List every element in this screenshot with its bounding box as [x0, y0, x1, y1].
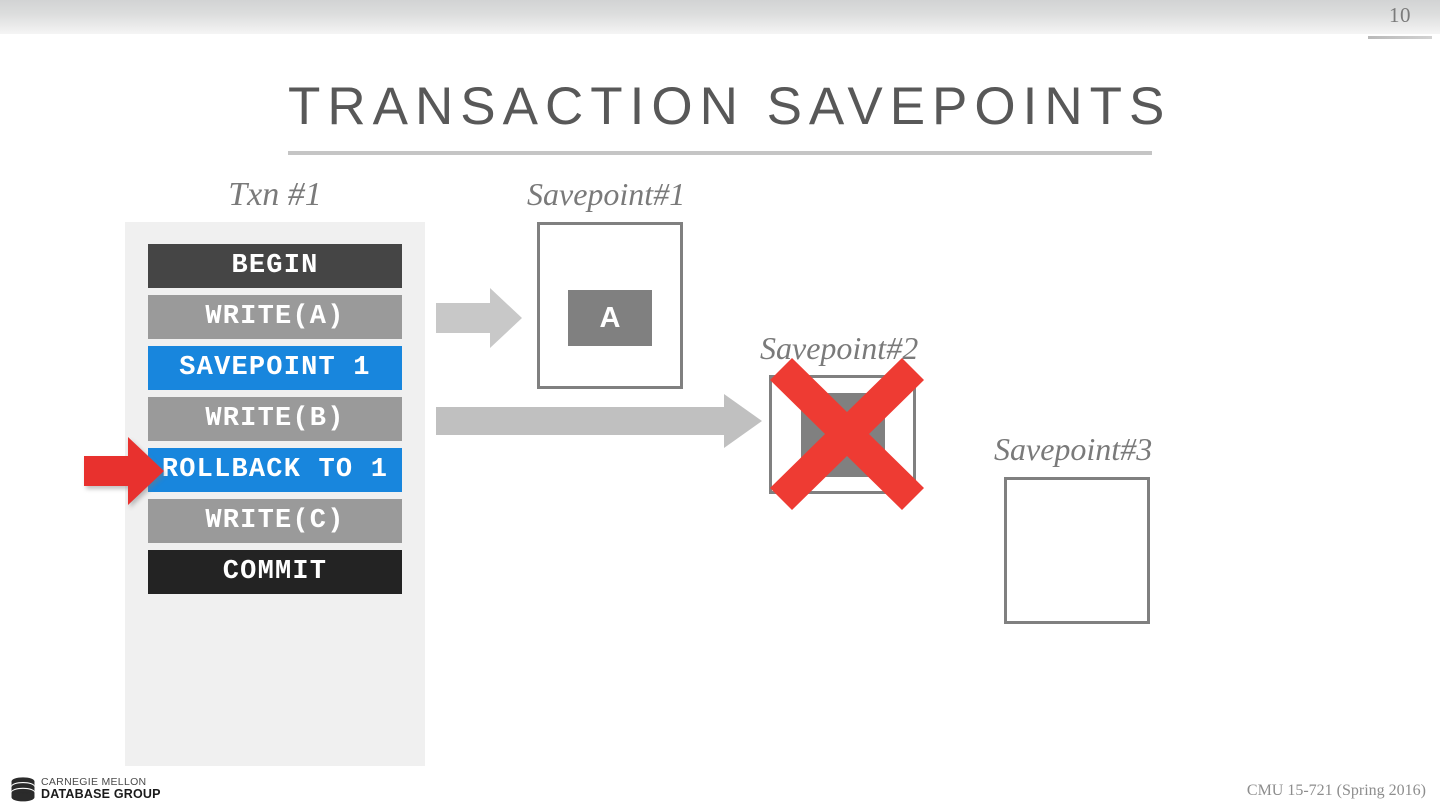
logo-line-carnegie-mellon: CARNEGIE MELLON — [41, 776, 147, 789]
logo-text: CARNEGIE MELLON DATABASE GROUP — [41, 777, 161, 801]
arrow-to-savepoint-2-icon — [436, 394, 762, 448]
statement-commit[interactable]: COMMIT — [148, 550, 402, 594]
statement-write-a[interactable]: WRITE(A) — [148, 295, 402, 339]
statement-write-c[interactable]: WRITE(C) — [148, 499, 402, 543]
savepoint-3-label: Savepoint#3 — [994, 431, 1153, 467]
title-divider — [288, 151, 1152, 155]
transaction-label: Txn #1 — [228, 176, 322, 213]
logo-line-database-group: DATABASE GROUP — [41, 786, 161, 801]
course-credit: CMU 15-721 (Spring 2016) — [1246, 782, 1426, 799]
top-gradient-band — [0, 0, 1440, 34]
arrow-to-savepoint-1-icon — [436, 288, 522, 348]
statement-write-b[interactable]: WRITE(B) — [148, 397, 402, 441]
statement-savepoint-1[interactable]: SAVEPOINT 1 — [148, 346, 402, 390]
statement-list: BEGIN WRITE(A) SAVEPOINT 1 WRITE(B) ROLL… — [148, 244, 402, 594]
page-number: 10 — [1389, 3, 1411, 27]
savepoint-3-box — [1004, 477, 1150, 624]
savepoint-2-label: Savepoint#2 — [760, 330, 919, 366]
savepoint-1-record-a: A — [568, 290, 652, 346]
database-cylinder-icon — [11, 777, 35, 802]
savepoint-1-label: Savepoint#1 — [527, 176, 686, 212]
page-number-underline — [1368, 36, 1432, 39]
statement-rollback-to-1[interactable]: ROLLBACK TO 1 — [148, 448, 402, 492]
statement-begin[interactable]: BEGIN — [148, 244, 402, 288]
savepoint-2-record — [801, 393, 885, 477]
red-right-arrow-icon — [84, 437, 164, 505]
page-title: TRANSACTION SAVEPOINTS — [288, 77, 1172, 136]
cmu-database-group-logo: CARNEGIE MELLON DATABASE GROUP — [10, 776, 161, 802]
